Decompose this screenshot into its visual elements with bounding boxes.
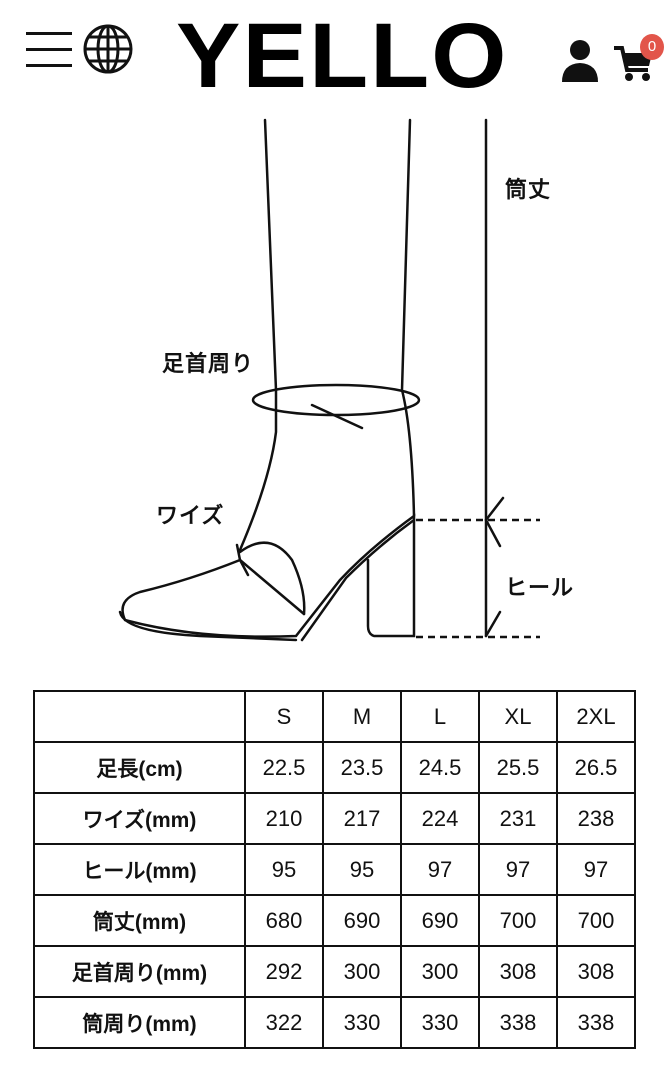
table-cell: 25.5 bbox=[478, 741, 558, 794]
table-cell: 338 bbox=[556, 996, 636, 1049]
site-logo[interactable]: YELLO bbox=[176, 5, 509, 107]
table-cell: 690 bbox=[322, 894, 402, 947]
ankle-circumference-label: 足首周り bbox=[162, 351, 255, 376]
table-cell: 300 bbox=[400, 945, 480, 998]
table-cell: 22.5 bbox=[244, 741, 324, 794]
column-header: L bbox=[400, 690, 480, 743]
table-cell: 690 bbox=[400, 894, 480, 947]
row-label: 筒丈(mm) bbox=[33, 894, 246, 947]
table-cell: 700 bbox=[556, 894, 636, 947]
table-cell: 26.5 bbox=[556, 741, 636, 794]
row-label: 筒周り(mm) bbox=[33, 996, 246, 1049]
row-label: ワイズ(mm) bbox=[33, 792, 246, 845]
column-header: M bbox=[322, 690, 402, 743]
boot-illustration bbox=[118, 118, 540, 642]
column-header: XL bbox=[478, 690, 558, 743]
column-header: S bbox=[244, 690, 324, 743]
table-cell: 95 bbox=[322, 843, 402, 896]
width-label: ワイズ bbox=[156, 503, 225, 528]
table-row: 足首周り(mm) 292 300 300 308 308 bbox=[33, 945, 636, 998]
table-row: ワイズ(mm) 210 217 224 231 238 bbox=[33, 792, 636, 845]
size-chart-table: S M L XL 2XL 足長(cm) 22.5 23.5 24.5 25.5 … bbox=[33, 690, 636, 1049]
table-cell: 238 bbox=[556, 792, 636, 845]
shaft-height-label: 筒丈 bbox=[505, 177, 552, 202]
globe-icon[interactable] bbox=[82, 24, 134, 74]
column-header: 2XL bbox=[556, 690, 636, 743]
table-cell: 24.5 bbox=[400, 741, 480, 794]
row-label: 足首周り(mm) bbox=[33, 945, 246, 998]
row-label: 足長(cm) bbox=[33, 741, 246, 794]
table-cell: 330 bbox=[322, 996, 402, 1049]
table-cell: 322 bbox=[244, 996, 324, 1049]
table-cell: 95 bbox=[244, 843, 324, 896]
table-cell: 338 bbox=[478, 996, 558, 1049]
table-corner-cell bbox=[33, 690, 246, 743]
table-cell: 330 bbox=[400, 996, 480, 1049]
table-cell: 97 bbox=[400, 843, 480, 896]
table-cell: 308 bbox=[556, 945, 636, 998]
cart-count-badge: 0 bbox=[640, 34, 664, 60]
row-label: ヒール(mm) bbox=[33, 843, 246, 896]
table-cell: 97 bbox=[556, 843, 636, 896]
table-cell: 23.5 bbox=[322, 741, 402, 794]
table-cell: 292 bbox=[244, 945, 324, 998]
hamburger-menu-icon[interactable] bbox=[26, 28, 74, 68]
table-cell: 231 bbox=[478, 792, 558, 845]
table-cell: 97 bbox=[478, 843, 558, 896]
table-row: ヒール(mm) 95 95 97 97 97 bbox=[33, 843, 636, 896]
table-cell: 308 bbox=[478, 945, 558, 998]
table-header-row: S M L XL 2XL bbox=[33, 690, 636, 743]
site-header: YELLO 0 bbox=[0, 0, 669, 112]
table-row: 筒周り(mm) 322 330 330 338 338 bbox=[33, 996, 636, 1049]
boot-measurement-diagram: 筒丈 足首周り ワイズ ヒール bbox=[0, 112, 669, 672]
table-cell: 210 bbox=[244, 792, 324, 845]
table-row: 筒丈(mm) 680 690 690 700 700 bbox=[33, 894, 636, 947]
table-cell: 224 bbox=[400, 792, 480, 845]
table-cell: 680 bbox=[244, 894, 324, 947]
user-icon[interactable] bbox=[560, 38, 600, 84]
table-row: 足長(cm) 22.5 23.5 24.5 25.5 26.5 bbox=[33, 741, 636, 794]
table-cell: 700 bbox=[478, 894, 558, 947]
heel-label: ヒール bbox=[505, 575, 575, 600]
table-cell: 300 bbox=[322, 945, 402, 998]
table-cell: 217 bbox=[322, 792, 402, 845]
